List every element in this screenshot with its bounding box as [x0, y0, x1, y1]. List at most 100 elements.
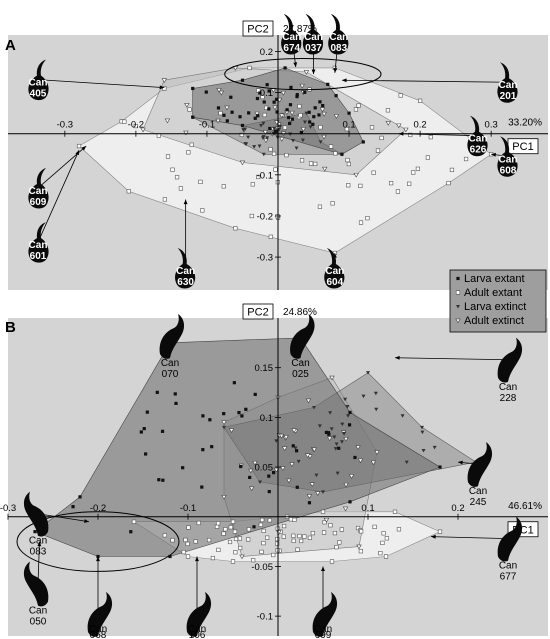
- x-tick-label: -0.2: [90, 503, 106, 514]
- adult-extant-point: [328, 523, 333, 528]
- larva-extant-point: [267, 107, 271, 111]
- adult-extant-point: [358, 183, 363, 189]
- adult-extant-point: [187, 107, 192, 112]
- callout-label: 083: [30, 547, 47, 558]
- callout-label: 050: [30, 617, 47, 628]
- x-tick-label: -0.3: [57, 120, 73, 131]
- x-tick-label: 0.2: [451, 503, 464, 514]
- larva-extant-point: [240, 414, 244, 418]
- callout-label: Can: [29, 606, 47, 617]
- larva-extinct-point: [432, 445, 437, 450]
- larva-extant-point: [262, 100, 266, 104]
- callout-arrowhead: [398, 131, 404, 136]
- larva-extant-point: [456, 276, 460, 281]
- callout-label: 630: [177, 277, 194, 288]
- adult-extinct-point: [321, 134, 327, 140]
- larva-extant-point: [255, 96, 260, 101]
- larva-extant-point: [225, 119, 229, 123]
- adult-extinct-point: [286, 478, 292, 484]
- y-tick-label: 0.15: [255, 363, 274, 374]
- larva-extant-point: [288, 121, 292, 126]
- adult-extant-point: [291, 533, 296, 538]
- larva-extant-point: [274, 129, 278, 134]
- callout-arrowhead: [37, 541, 42, 547]
- adult-extinct-point: [396, 123, 402, 129]
- larva-extant-point: [311, 122, 315, 126]
- adult-extant-point: [299, 538, 304, 544]
- callout-label: 609: [30, 197, 47, 208]
- adult-extant-point: [221, 184, 226, 189]
- callout-leader: [398, 133, 479, 137]
- adult-extant-point: [251, 558, 256, 563]
- adult-extant-point: [178, 186, 184, 191]
- larva-extant-point: [272, 471, 276, 475]
- larva-extant-point: [299, 130, 303, 135]
- larva-extant-point: [78, 495, 82, 499]
- adult-extant-point: [189, 142, 194, 147]
- adult-extant-point: [411, 170, 416, 175]
- adult-extant-point: [356, 103, 361, 108]
- adult-extinct-point: [315, 491, 321, 496]
- larva-extinct-point: [361, 394, 366, 399]
- larva-extant-point: [268, 126, 272, 131]
- larva-extant-point: [295, 94, 299, 99]
- adult-extinct-point: [289, 110, 295, 116]
- mandible-icon: [186, 592, 212, 637]
- larva-extant-point: [274, 97, 279, 101]
- larva-extant-point: [312, 115, 316, 119]
- larva-extant-point: [348, 410, 352, 415]
- adult-extant-point: [275, 541, 280, 546]
- adult-extinct-point: [321, 111, 327, 117]
- adult-extant-point: [206, 537, 212, 543]
- larva-extinct-point: [340, 422, 345, 427]
- mandible-icon: [159, 314, 185, 359]
- adult-extant-point: [249, 213, 254, 219]
- larva-extinct-point: [257, 144, 262, 148]
- adult-extant-point: [156, 133, 161, 138]
- larva-extant-point: [222, 412, 226, 416]
- larva-extant-point: [303, 90, 307, 94]
- callout-label: Can: [188, 624, 206, 635]
- y-axis-label: PC2: [247, 24, 268, 36]
- larva-extant-point: [139, 430, 143, 434]
- callout-leader: [37, 513, 90, 523]
- y-tick-label: -0.1: [257, 612, 273, 623]
- adult-extinct-point: [248, 468, 254, 474]
- callout-label: 674: [283, 43, 300, 54]
- larva-extant-point: [265, 83, 269, 87]
- callout-arrowhead: [195, 556, 199, 562]
- larva-extant-point: [317, 113, 321, 117]
- adult-extinct-point: [370, 460, 377, 466]
- callout-label: Can: [325, 266, 344, 277]
- callout-label: Can: [329, 32, 348, 43]
- adult-extant-point: [282, 125, 288, 130]
- adult-extant-point: [425, 155, 430, 160]
- larva-extant-point: [191, 115, 195, 119]
- adult-extant-point: [353, 107, 359, 112]
- adult-extinct-point: [221, 494, 227, 500]
- mandible-icon: [497, 516, 523, 562]
- larva-extant-point: [232, 381, 236, 385]
- larva-extinct-point: [278, 124, 283, 129]
- larva-extant-point: [361, 140, 365, 144]
- adult-extant-point: [291, 538, 296, 543]
- larva-extinct-point: [252, 145, 257, 149]
- larva-extant-point: [353, 455, 357, 460]
- larva-extant-point: [33, 530, 37, 534]
- adult-extant-point: [165, 154, 171, 159]
- callout-label: Can: [499, 154, 518, 165]
- adult-extant-point: [398, 93, 403, 98]
- adult-extant-point: [265, 535, 270, 540]
- larva-extant-point: [307, 110, 311, 114]
- adult-extinct-point: [300, 127, 307, 132]
- larva-extant-point: [181, 466, 185, 470]
- larva-extinct-point: [300, 138, 305, 143]
- adult-extant-point: [415, 166, 420, 171]
- adult-extant-point: [358, 220, 364, 225]
- adult-extinct-point: [254, 111, 260, 117]
- x-tick-label: 0.1: [342, 120, 355, 131]
